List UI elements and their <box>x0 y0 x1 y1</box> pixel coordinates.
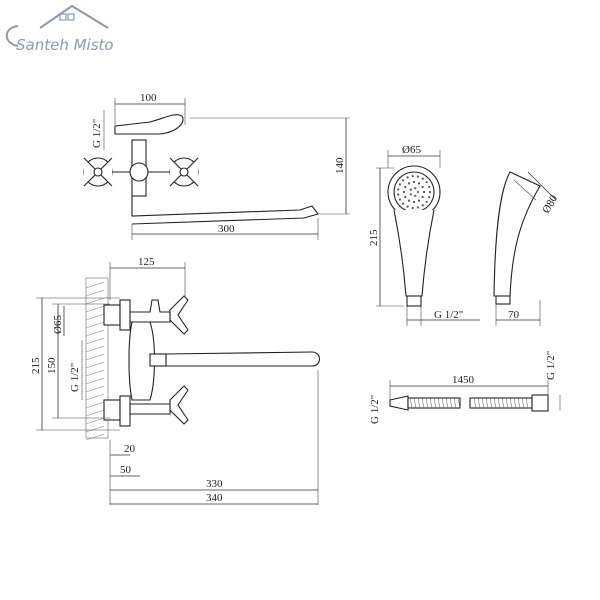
dim-front-thread: G 1/2" <box>69 363 81 392</box>
dim-side-width: 70 <box>508 309 520 321</box>
dim-hose-thread-left: G 1/2" <box>369 395 381 424</box>
dim-head-diameter: Ø65 <box>402 144 421 156</box>
dim-front-330: 330 <box>206 478 223 490</box>
dim-head-thread: G 1/2" <box>434 309 463 321</box>
wall-hatch <box>85 277 109 441</box>
dim-front-20: 20 <box>124 443 136 455</box>
dim-top-spout: 300 <box>218 223 235 235</box>
right-cross-handle <box>169 157 199 187</box>
shower-nozzles <box>397 174 432 210</box>
dim-front-width: 125 <box>138 256 155 268</box>
dim-front-150: 150 <box>46 357 58 374</box>
dim-side-diameter: Ø80 <box>540 193 560 216</box>
dim-front-340: 340 <box>206 492 223 504</box>
shower-head-side: Ø80 70 <box>493 171 560 326</box>
dim-top-thread: G 1/2" <box>91 119 103 148</box>
left-cross-handle <box>83 157 113 187</box>
dim-head-length: 215 <box>368 229 380 246</box>
logo-text: Santeh Misto <box>16 36 114 54</box>
dim-hose-length: 1450 <box>452 374 475 386</box>
dim-top-width: 100 <box>140 92 157 104</box>
shower-head-front: Ø65 215 G 1/2" <box>368 144 480 326</box>
dim-front-d65: Ø65 <box>52 315 64 334</box>
dim-hose-thread-right: G 1/2" <box>545 351 557 380</box>
logo-house-icon <box>39 4 109 29</box>
front-view: 125 215 150 Ø65 G 1/2" <box>30 256 321 505</box>
dim-front-50: 50 <box>120 464 132 476</box>
dim-front-215: 215 <box>30 357 42 374</box>
shower-hose: 1450 G 1/2" G 1/2" <box>369 351 561 424</box>
logo: Santeh Misto <box>5 4 114 54</box>
top-view: 100 G 1/2" 140 300 <box>83 92 350 240</box>
dim-top-height: 140 <box>334 157 346 174</box>
